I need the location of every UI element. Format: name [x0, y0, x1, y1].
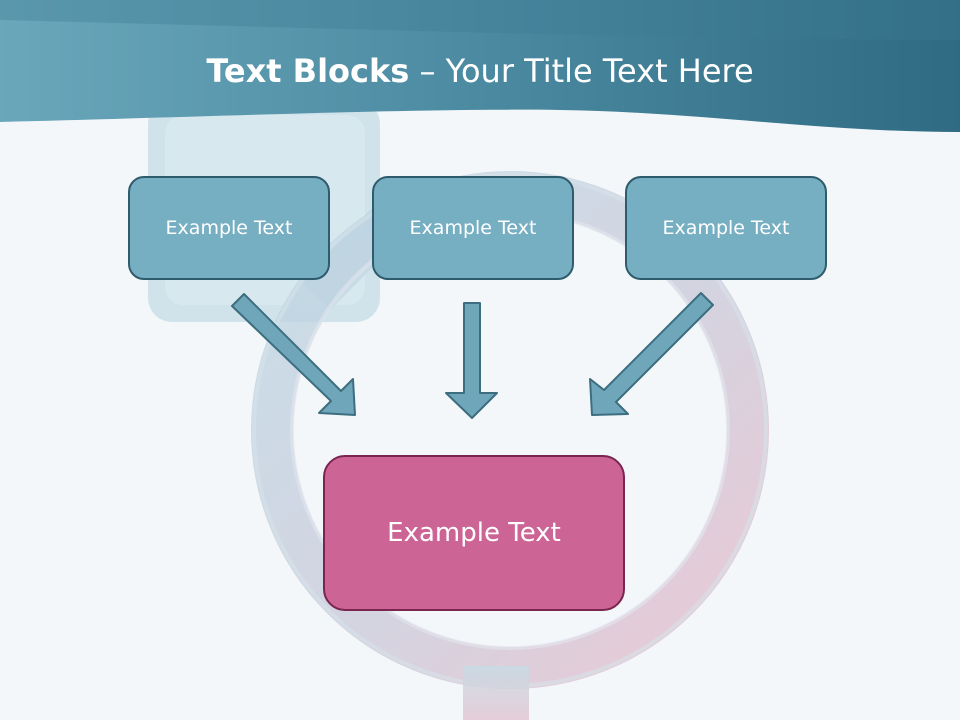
input-box-3-label: Example Text — [662, 217, 790, 239]
title-bold-text: Text Blocks — [206, 52, 410, 90]
title-regular-text: – Your Title Text Here — [409, 52, 754, 90]
input-box-1-label: Example Text — [165, 217, 293, 239]
input-box-3[interactable]: Example Text — [625, 176, 827, 280]
arrow-center-down — [445, 302, 498, 419]
header-band — [0, 0, 960, 132]
slide-title: Text Blocks – Your Title Text Here — [0, 52, 960, 90]
input-box-2[interactable]: Example Text — [372, 176, 574, 280]
result-box[interactable]: Example Text — [323, 455, 625, 611]
arrow-left-diagonal — [231, 293, 356, 416]
input-box-1[interactable]: Example Text — [128, 176, 330, 280]
arrow-right-diagonal — [589, 292, 714, 416]
result-box-label: Example Text — [387, 518, 561, 548]
female-bar — [463, 666, 529, 720]
input-box-2-label: Example Text — [409, 217, 537, 239]
